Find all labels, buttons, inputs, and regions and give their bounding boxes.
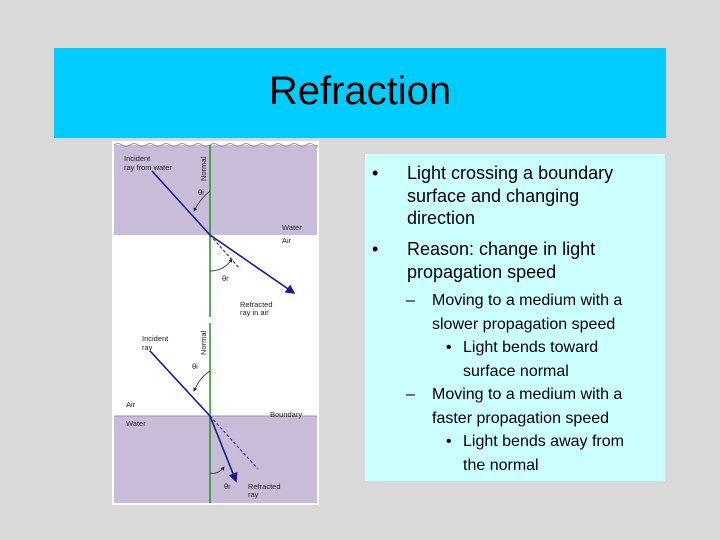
sub-sub-bullet-line: surface normal [463,362,569,380]
top-incident-label-1: Incident [124,154,151,163]
sub-bullet-text: Moving to a medium with a slower propaga… [432,289,657,336]
bullet-line: Light crossing a boundary [407,163,614,183]
sub-bullet-item: – Moving to a medium with a slower propa… [406,289,661,336]
bottom-incident-label-2: ray [142,343,153,352]
top-theta-i-label: θi [198,188,204,197]
bullet-line: propagation speed [407,261,557,282]
bottom-air-label: Air [126,400,136,409]
top-incident-ray [151,170,211,236]
top-water-region [114,145,317,235]
sub-sub-bullet-marker: • [446,433,452,450]
sub-sub-bullet-text: Light bends away from the normal [463,430,653,477]
bullet-line: Reason: change in light [407,239,596,259]
top-theta-i-arc [193,190,211,212]
refraction-diagram-svg: Incident ray from water Normal θi Water … [113,143,318,503]
top-incident-label-2: ray from water [124,163,172,172]
top-refracted-ray [209,234,296,294]
bullet-marker: • [372,163,379,183]
sub-bullet-line: Moving to a medium with a [432,292,623,309]
top-normal-label: Normal [199,156,208,181]
bottom-boundary-label: Boundary [270,410,302,419]
bullet-marker: • [372,239,379,259]
slide-title: Refraction [268,68,452,113]
sub-bullet-line: slower propagation speed [432,315,616,333]
sub-bullet-marker: – [406,292,415,309]
sub-sub-bullet-item: • Light bends away from the normal [446,430,656,477]
bottom-extension-dashed [209,415,259,470]
sub-sub-bullet-line: Light bends away from [463,433,624,450]
top-water-surface [113,143,318,147]
bottom-refracted-label-2: ray [248,490,259,499]
top-water-label: Water [282,223,302,232]
bullet-line: surface and changing [407,185,580,206]
bottom-theta-i-label: θi [192,362,198,371]
top-refracted-label-2: ray in air [240,308,269,317]
bullet-item: • Light crossing a boundary surface and … [372,162,662,234]
sub-bullet-line: faster propagation speed [432,409,610,427]
bottom-theta-r-label: θr [224,482,231,491]
sub-sub-bullet-line: the normal [463,456,539,474]
top-panel: Incident ray from water Normal θi Water … [113,143,318,317]
top-theta-r-arc [209,258,233,272]
bottom-air-region [114,323,317,416]
bullet-text-box: • Light crossing a boundary surface and … [365,154,665,481]
title-bar: Refraction [54,48,666,138]
sub-sub-bullet-marker: • [446,339,452,356]
bottom-theta-i-arc [193,370,211,392]
bullet-text: Reason: change in light propagation spee… [407,238,662,283]
bullet-item: • Reason: change in light propagation sp… [372,238,662,286]
top-extension-dashed [209,234,241,270]
bottom-refracted-ray [209,415,238,483]
sub-sub-bullet-text: Light bends toward surface normal [463,336,653,383]
bottom-refracted-label-1: Refracted [248,482,281,491]
sub-bullet-text: Moving to a medium with a faster propaga… [432,383,657,430]
top-air-label: Air [282,236,292,245]
bullet-line: direction [407,208,476,228]
bottom-water-label: Water [126,419,146,428]
sub-bullet-item: – Moving to a medium with a faster propa… [406,383,661,430]
bottom-incident-ray [149,350,211,417]
top-air-region [114,235,317,317]
top-refracted-label-1: Refracted [240,300,273,309]
bullet-text: Light crossing a boundary surface and ch… [407,162,662,230]
sub-sub-bullet-item: • Light bends toward surface normal [446,336,656,383]
bottom-normal-label: Normal [199,330,208,355]
bottom-incident-label-1: Incident [142,334,169,343]
refraction-diagram: Incident ray from water Normal θi Water … [112,141,319,505]
sub-bullet-line: Moving to a medium with a [432,386,623,403]
bottom-theta-r-arc [209,466,225,474]
top-theta-r-label: θr [222,274,229,283]
bottom-panel: Incident ray Normal θi Air Boundary Wate… [114,323,317,503]
sub-sub-bullet-line: Light bends toward [463,339,599,356]
sub-bullet-marker: – [406,386,415,403]
